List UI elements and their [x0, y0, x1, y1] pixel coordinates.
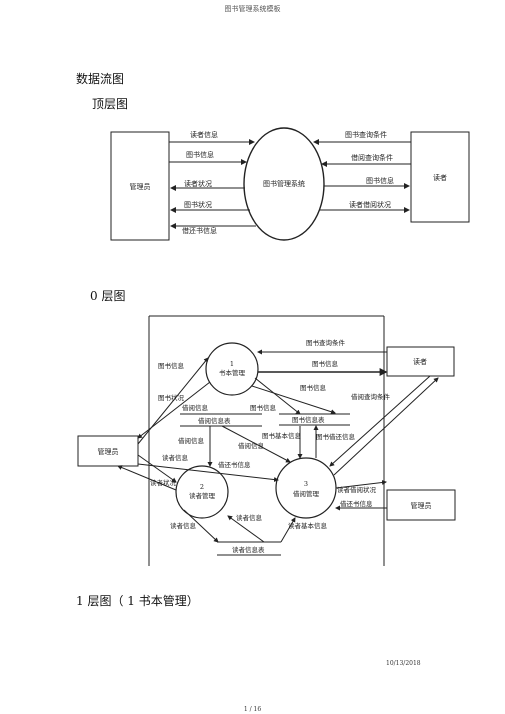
store-book-info: 图书信息表 — [292, 415, 325, 424]
flow-reader-info: 读者信息 — [190, 130, 218, 139]
flow-book-info-c: 图书信息 — [250, 403, 277, 412]
flow-book-basic: 图书基本信息 — [262, 431, 302, 440]
document-header: 图书管理系统模板 — [224, 5, 281, 13]
admin-entity-box — [110, 131, 170, 241]
admin-entity-box — [77, 435, 139, 467]
process-3-circle — [275, 457, 337, 519]
flow-borrow-return-a: 借还书信息 — [218, 460, 251, 469]
process-1-circle — [205, 342, 259, 396]
page-number: 1 / 16 — [243, 706, 262, 713]
flow-reader-borrow-status: 读者借阅状况 — [349, 200, 391, 209]
admin-entity-box-2 — [386, 489, 456, 521]
section-title-dfd: 数据流图 — [76, 72, 125, 86]
process-1-name: 书本管理 — [219, 368, 246, 377]
reader-entity-box — [410, 131, 470, 223]
reader-label: 读者 — [433, 173, 447, 182]
process-2-name: 读者管理 — [189, 491, 216, 500]
process-2-circle — [175, 465, 229, 519]
reader-entity-box — [386, 346, 455, 377]
admin-entity-label-2: 管理员 — [411, 501, 432, 510]
flow-book-status: 图书状况 — [184, 200, 212, 209]
flow-borrow-query: 借阅查询条件 — [351, 392, 391, 401]
admin-label: 管理员 — [130, 182, 151, 191]
flow-book-info-admin: 图书信息 — [158, 361, 185, 370]
flow-book-info-right: 图书信息 — [366, 176, 394, 185]
flow-reader-info-b: 读者信息 — [170, 521, 197, 530]
level0-diagram: 1 书本管理 2 读者管理 3 借阅管理 读者 管理员 管理员 借阅信息表 图书… — [77, 315, 456, 566]
system-process-circle — [243, 127, 325, 241]
footer-date: 10/13/2018 — [386, 660, 421, 667]
process-2-number: 2 — [200, 483, 204, 491]
flow-book-info-left: 图书信息 — [186, 150, 214, 159]
section-title-level1: 1 层图（ 1 书本管理） — [76, 594, 199, 608]
reader-entity-label: 读者 — [413, 357, 427, 366]
section-title-top-level: 顶层图 — [92, 97, 129, 111]
flow-book-status: 图书状况 — [158, 393, 185, 402]
store-reader-info: 读者信息表 — [232, 545, 265, 554]
flow-book-info-reader: 图书信息 — [312, 359, 339, 368]
system-label: 图书管理系统 — [263, 179, 305, 188]
flow-borrow-info-b: 借阅信息 — [238, 441, 265, 450]
section-title-level0: 0 层图 — [90, 289, 126, 303]
admin-entity-label: 管理员 — [98, 447, 119, 456]
flow-reader-basic: 读者基本信息 — [288, 521, 328, 530]
flow-book-borrow: 图书借还信息 — [316, 432, 356, 441]
flow-reader-status: 读者状况 — [184, 179, 212, 188]
flow-reader-info-a: 读者信息 — [162, 453, 189, 462]
top-level-diagram: 管理员 读者 图书管理系统 读者信息 图书信息 读者状况 图书状况 借还书信息 … — [110, 127, 470, 241]
flow-book-info-d: 图书信息 — [300, 383, 327, 392]
flow-borrow-return: 借还书信息 — [182, 226, 217, 235]
flow-book-query: 图书查询条件 — [306, 338, 346, 347]
flow-borrow-info-a: 借阅信息 — [182, 403, 209, 412]
process-3-name: 借阅管理 — [293, 489, 320, 498]
flow-reader-info-c: 读者信息 — [236, 513, 263, 522]
process-3-number: 3 — [304, 480, 308, 488]
flow-reader-borrow-status: 读者借阅状况 — [337, 485, 377, 494]
store-borrow-info: 借阅信息表 — [198, 416, 231, 425]
flow-book-query: 图书查询条件 — [345, 130, 387, 139]
flow-borrow-query: 借阅查询条件 — [351, 153, 393, 162]
process-1-number: 1 — [230, 360, 234, 368]
flow-borrow-info-c: 借阅信息 — [178, 436, 205, 445]
flow-borrow-return-b: 借还书信息 — [340, 499, 373, 508]
flow-reader-status: 读者状况 — [150, 478, 177, 487]
